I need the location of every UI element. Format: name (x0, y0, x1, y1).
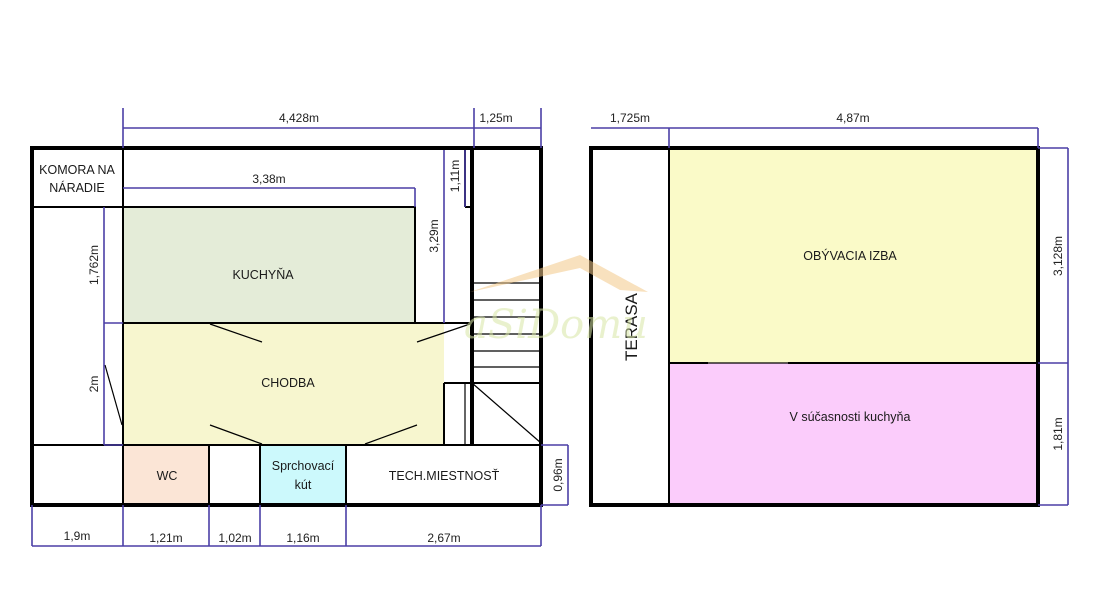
hallway-label: CHODBA (261, 376, 315, 390)
right-floor-plan: TERASA OBÝVACIA IZBA V súčasnosti kuchyň… (589, 111, 1069, 507)
kitchen-area (123, 207, 415, 323)
terrace-label: TERASA (622, 292, 641, 361)
dim-left-lower: 2m (87, 376, 101, 393)
living-room-area (669, 148, 1038, 363)
wc-label: WC (157, 469, 178, 483)
dim-bottom-4: 1,16m (286, 531, 319, 545)
dim-kitchen-width: 3,38m (252, 172, 285, 186)
current-kitchen-label: V súčasnosti kuchyňa (790, 410, 911, 424)
dim-right-upper: 3,128m (1051, 236, 1065, 276)
dim-top-right: 1,25m (479, 111, 512, 125)
storage-label-line1: KOMORA NA (39, 163, 115, 177)
right-dimensions (591, 127, 1069, 506)
hallway-area (123, 323, 444, 445)
dim-top-width: 4,428m (279, 111, 319, 125)
stairs (471, 282, 542, 444)
current-kitchen-area (669, 363, 1038, 505)
dim-right-top-left: 1,725m (610, 111, 650, 125)
dim-left-upper: 1,762m (87, 245, 101, 285)
left-outer-wall (30, 146, 543, 507)
tech-room-label: TECH.MIESTNOSŤ (389, 468, 500, 483)
storage-label-line2: NÁRADIE (49, 180, 105, 195)
left-floor-plan: KOMORA NA NÁRADIE KUCHYŇA CHODBA WC Sprc… (30, 108, 569, 547)
left-dimensions (31, 108, 569, 547)
wc-area (123, 445, 209, 505)
shower-label-line2: kút (295, 478, 312, 492)
watermark-logo: aSiDomu (464, 255, 648, 348)
shower-area (260, 445, 346, 505)
dim-right-tech: 0,96m (551, 458, 565, 491)
right-outer-wall (589, 146, 1040, 507)
dim-kitchen-depth: 3,29m (427, 219, 441, 252)
kitchen-label: KUCHYŇA (232, 267, 294, 282)
dim-bottom-5: 2,67m (427, 531, 460, 545)
dim-bottom-2: 1,21m (149, 531, 182, 545)
dim-bottom-1: 1,9m (64, 529, 91, 543)
dim-bottom-3: 1,02m (218, 531, 251, 545)
dim-small-right: 1,11m (448, 160, 462, 192)
dim-right-lower: 1,81m (1051, 417, 1065, 450)
living-room-label: OBÝVACIA IZBA (803, 248, 897, 263)
watermark-text: aSiDomu (464, 302, 648, 348)
house-roof-icon (470, 255, 648, 292)
shower-label-line1: Sprchovací (272, 459, 335, 473)
door-marks (104, 323, 471, 445)
dim-right-top-width: 4,87m (836, 111, 869, 125)
